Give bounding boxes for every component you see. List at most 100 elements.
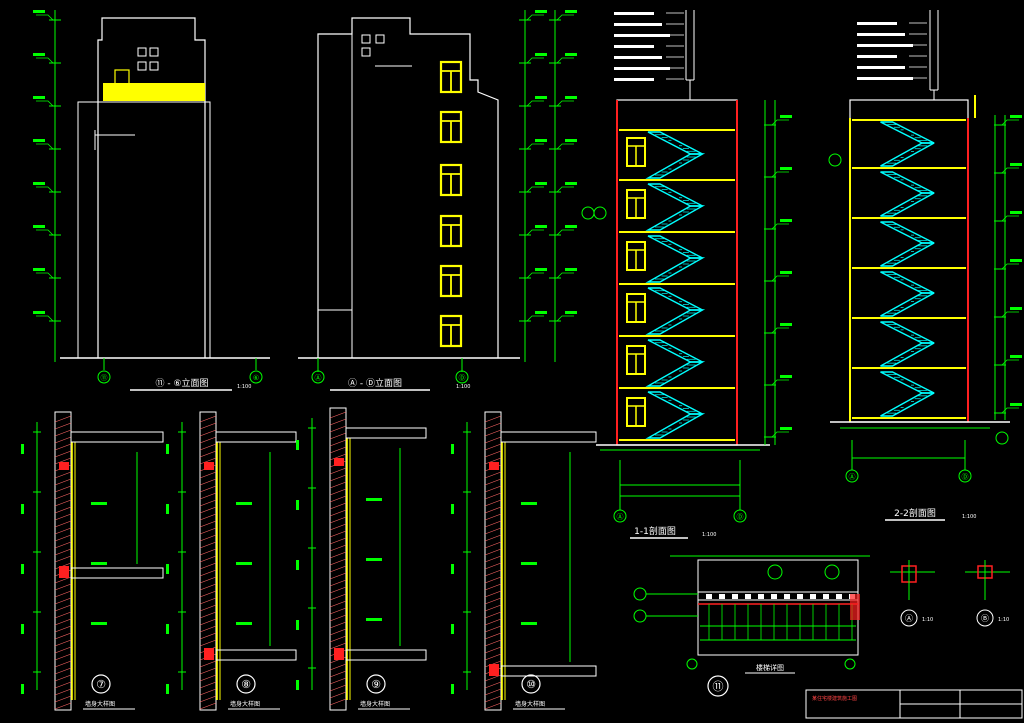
wall-hatch [329,446,347,454]
level-label-mark [1010,307,1022,310]
annotation-mark [521,562,537,565]
level-symbol [556,57,574,64]
note-line [857,77,913,80]
annotation-mark [91,562,107,565]
level-label-mark [535,139,547,142]
wall-hatch [329,684,347,692]
wall-hatch [199,506,217,514]
stair-flight-down [880,392,935,417]
wall-hatch [484,702,502,710]
detail-title: 墙身大样图 [515,700,545,708]
wall-hatch [199,590,217,598]
level-symbol [771,171,789,178]
tread-block [797,594,803,599]
detail-11-bubble [707,675,729,697]
dimension-text-mark [21,624,24,634]
floor-slab [500,665,597,677]
level-label-mark [1010,355,1022,358]
elevation-left-scale: 1:100 [237,384,251,390]
wall-hatch [54,415,72,423]
grid-bubble-s1-a [613,509,627,523]
lintel-cut [489,462,499,470]
dimension-text-mark [166,684,169,694]
wall-hatch [54,618,72,626]
level-symbol [556,315,574,322]
wall-hatch [199,499,217,507]
wall-hatch [484,429,502,437]
section-2-grid-marker-1 [828,153,842,167]
wall-hatch [54,541,72,549]
wall-hatch [199,576,217,584]
slab-cut [204,648,214,660]
wall-hatch [54,604,72,612]
dimension-text-mark [21,444,24,454]
wall-hatch [199,485,217,493]
notes-section-2 [857,10,939,100]
top-slab [70,431,164,443]
level-label-mark [33,139,45,142]
detail-title: 墙身大样图 [360,700,390,708]
section-2-2: Ⓐ Ⓓ 2-2剖面图 1:100 [828,10,1022,521]
tread-block [745,594,751,599]
level-label-mark [565,139,577,142]
wall-hatch [199,681,217,689]
wall-hatch [54,625,72,633]
grid-s2-a-label: Ⓐ [849,473,856,481]
wall-hatch [54,681,72,689]
detail-11-number: ⑪ [713,680,724,693]
level-label-mark [565,182,577,185]
wall-hatch [329,509,347,517]
detail-number: ⑧ [241,678,251,691]
annotation-mark [236,622,252,625]
lintel-cut [204,462,214,470]
wall-hatch [484,653,502,661]
wall-hatch [199,492,217,500]
top-slab [500,431,597,443]
wall-hatch [54,534,72,542]
detail-bubble [366,674,386,694]
lintel-cut [59,462,69,470]
grid-bubble-mid-b [455,370,469,384]
wall-hatch [329,698,347,706]
dimension-text-mark [451,684,454,694]
wall-hatch [54,583,72,591]
note-line [857,33,905,36]
level-symbol [526,229,544,236]
dimension-text-mark [166,564,169,574]
wall-hatch [484,569,502,577]
wall-hatch [199,632,217,640]
tread-block [836,594,842,599]
wall-hatch [199,604,217,612]
grid-bubble-s1-b [733,509,747,523]
detail-number: ⑩ [526,678,536,691]
wall-hatch [484,443,502,451]
annotation-mark [521,622,537,625]
level-symbol [526,186,544,193]
wall-hatch [199,583,217,591]
level-label-mark [1010,163,1022,166]
stair-flight-down [645,413,706,439]
wall-hatch [199,422,217,430]
level-label-mark [535,225,547,228]
stair-flights-section-2 [852,119,966,419]
wall-hatch [484,632,502,640]
wall-hatch [329,439,347,447]
wall-hatch [54,611,72,619]
wall-hatch [199,555,217,563]
elevation-left-title: ⑪ - ⑥立面图 [155,377,208,389]
dimension-text-mark [451,504,454,514]
wall-hatch [329,677,347,685]
detail-title: 墙身大样图 [85,700,115,708]
detail-a-scale: 1:10 [922,617,933,623]
wall-hatch [329,551,347,559]
tread-block [810,594,816,599]
annotation-mark [236,502,252,505]
wall-hatch [199,471,217,479]
level-markers-middle [519,10,577,322]
wall-hatch [199,513,217,521]
level-symbol [771,327,789,334]
wall-hatch [54,667,72,675]
